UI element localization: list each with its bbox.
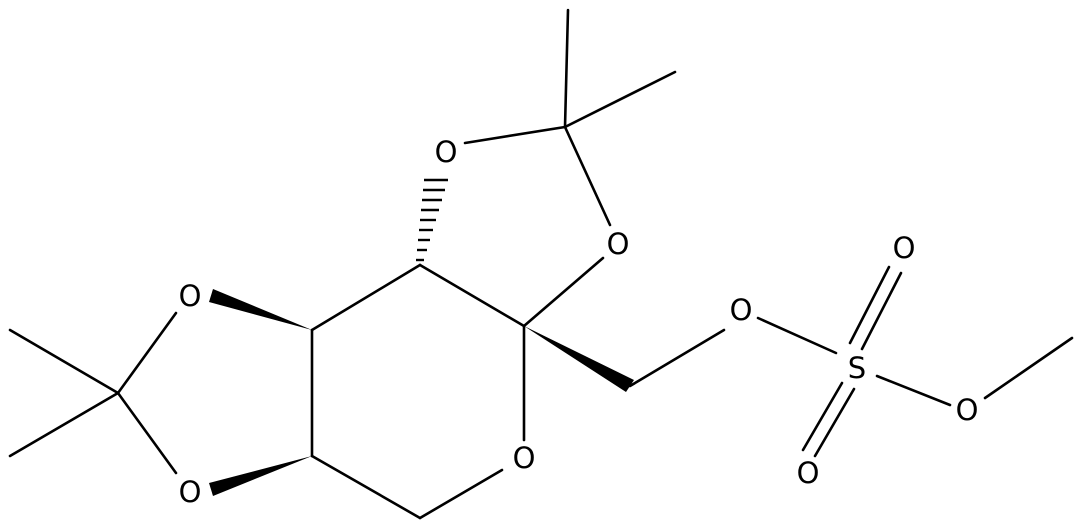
wedge-bond-spiro-carbon-ch2 <box>524 326 634 392</box>
bond-sulfur-to-o-sulfonyl-bottom-b <box>813 387 856 458</box>
atom-o-sulfonyl-bottom: O <box>797 456 820 490</box>
bond-c3-to-c4 <box>310 263 422 332</box>
atom-o-sulfonyl-top: O <box>893 231 916 265</box>
bond-o-top-right-to-spiro-carbon <box>522 256 605 328</box>
bond-o-ester-to-sulfur <box>756 316 838 355</box>
atom-sulfur: S <box>848 351 866 385</box>
wedge-bond-c5-o-left-lower <box>209 456 312 496</box>
wedge-bond-c4-o-left-upper <box>209 289 312 330</box>
atom-o-ring: O <box>513 441 536 475</box>
bond-sulfur-to-o-sulfonyl-bottom-a <box>801 381 844 452</box>
bond-c6-to-o-ring <box>418 468 504 520</box>
bond-methyl-left-lower <box>8 391 120 458</box>
bond-c-acetal-left-to-o-left-lower <box>116 391 178 475</box>
bond-c-acetal-top-to-o-top-right <box>563 125 612 227</box>
bond-o-left-upper-to-c-acetal-left <box>116 311 178 395</box>
hashed-wedge-bond-c3-o <box>416 178 448 262</box>
bond-methyl-left-upper <box>8 328 120 395</box>
bond-ch2-to-o-ester <box>628 328 726 388</box>
atom-o-top-right: O <box>607 227 630 261</box>
bond-o-top-left-to-c-acetal-top <box>463 125 567 145</box>
bond-c3-to-spiro-carbon <box>418 263 526 328</box>
atom-o-left-lower: O <box>179 475 202 509</box>
atom-o-methoxy: O <box>956 393 979 427</box>
bond-methyl-top-right <box>563 70 677 129</box>
bond-o-methoxy-to-methyl <box>983 336 1074 400</box>
bond-c5-to-c6 <box>310 454 422 520</box>
bond-sulfur-to-o-sulfonyl-top-a <box>848 265 891 345</box>
bond-methyl-top-up <box>563 8 570 129</box>
atom-o-left-upper: O <box>179 279 202 313</box>
atom-o-ester: O <box>730 293 753 327</box>
atom-o-top-left: O <box>435 135 458 169</box>
bond-sulfur-to-o-sulfonyl-top-b <box>860 271 903 351</box>
bond-sulfur-to-o-methoxy <box>875 374 952 407</box>
